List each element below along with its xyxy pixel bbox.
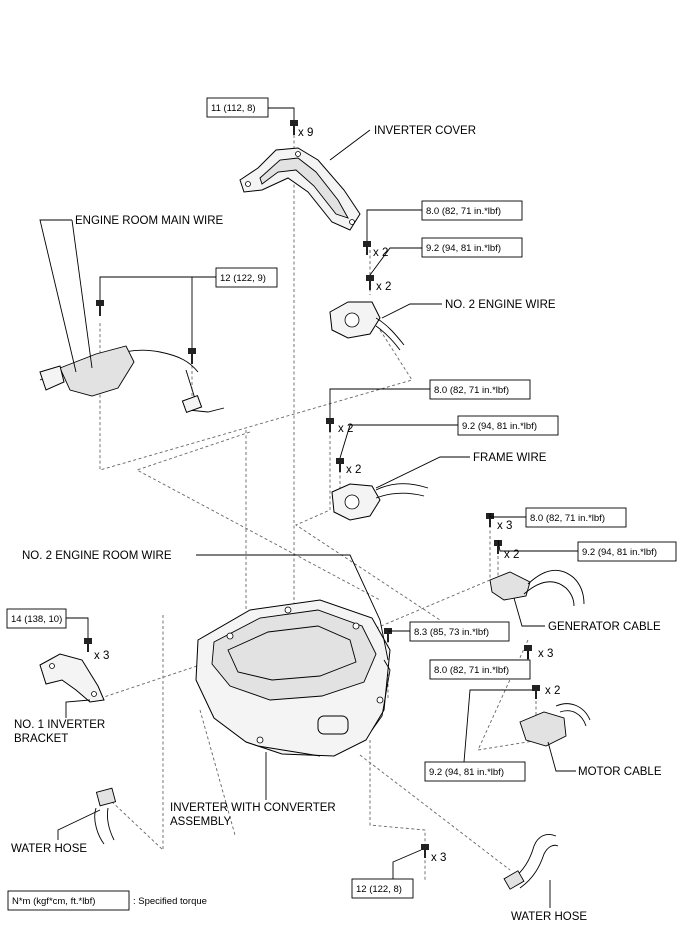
torque-value: 8.0 (82, 71 in.*lbf): [426, 206, 501, 217]
label-frame-wire: FRAME WIRE: [473, 452, 547, 464]
torque-callout-generator-b: 9.2 (94, 81 in.*lbf): [577, 541, 677, 562]
bolt-count: x 2: [338, 423, 353, 435]
bolt-icon: [363, 241, 371, 255]
bolt-count: x 2: [346, 464, 361, 476]
bolt-icon: [384, 628, 392, 642]
torque-value: 9.2 (94, 81 in.*lbf): [462, 421, 537, 432]
bolt-count: x 2: [373, 247, 388, 259]
bolt-icon: [494, 540, 502, 554]
torque-value: 12 (122, 8): [356, 884, 402, 895]
torque-value: 9.2 (94, 81 in.*lbf): [426, 243, 501, 254]
torque-value: 8.0 (82, 71 in.*lbf): [434, 665, 509, 676]
torque-callout-no2-engine-wire-a: 8.0 (82, 71 in.*lbf): [421, 200, 523, 221]
torque-value: 9.2 (94, 81 in.*lbf): [582, 547, 657, 558]
label-no2-engine-wire: NO. 2 ENGINE WIRE: [445, 299, 556, 311]
inverter-cover-part: [239, 147, 361, 231]
bolt-icon: [366, 275, 374, 290]
bolt-icon: [326, 418, 334, 432]
bolt-count: x 9: [298, 127, 313, 139]
label-no2-engine-room-wire: NO. 2 ENGINE ROOM WIRE: [22, 550, 172, 562]
torque-callout-no2-engine-wire-b: 9.2 (94, 81 in.*lbf): [421, 237, 523, 258]
bolt-icon: [96, 300, 104, 316]
bolt-count: x 3: [431, 852, 446, 864]
bolt-icon: [532, 685, 540, 699]
torque-callout-bracket: 14 (138, 10): [6, 608, 67, 629]
torque-value: 11 (112, 8): [211, 103, 256, 114]
torque-callout-main-wire: 12 (122, 9): [215, 267, 278, 288]
frame-wire-part: [331, 483, 429, 521]
no2-engine-wire-part: [329, 301, 405, 351]
torque-callout-generator-a: 8.0 (82, 71 in.*lbf): [525, 507, 627, 528]
torque-value: 8.3 (85, 73 in.*lbf): [414, 627, 489, 638]
bolt-icon: [421, 844, 429, 858]
torque-value: 14 (138, 10): [11, 614, 62, 625]
bolt-count: x 2: [376, 281, 391, 293]
bolt-count: x 3: [497, 520, 512, 532]
torque-value: 9.2 (94, 81 in.*lbf): [429, 767, 504, 778]
legend-box-text: N*m (kgf*cm, ft.*lbf): [12, 896, 95, 907]
torque-value: 8.0 (82, 71 in.*lbf): [530, 513, 605, 524]
label-motor-cable: MOTOR CABLE: [578, 766, 662, 778]
bolt-icon: [84, 638, 92, 652]
torque-callout-frame-wire-b: 9.2 (94, 81 in.*lbf): [457, 415, 559, 436]
generator-cable-part: [489, 569, 585, 607]
legend-description: : Specified torque: [133, 896, 207, 907]
bolt-count: x 3: [538, 648, 553, 660]
label-inverter-assembly-line2: ASSEMBLY: [170, 816, 231, 828]
bolt-count: x 2: [504, 549, 519, 561]
engine-room-main-wire-part: [39, 345, 225, 414]
inverter-assembly-part: [195, 599, 391, 757]
motor-cable-part: [519, 703, 591, 747]
torque-callout-motor-a: 8.0 (82, 71 in.*lbf): [429, 659, 531, 680]
label-inverter-cover: INVERTER COVER: [374, 125, 476, 137]
torque-callout-engine-room-wire: 8.3 (85, 73 in.*lbf): [409, 621, 510, 642]
torque-value: 8.0 (82, 71 in.*lbf): [434, 385, 509, 396]
label-no1-inverter-bracket-line1: NO. 1 INVERTER: [14, 719, 105, 731]
bolt-count: x 3: [94, 650, 109, 662]
bolt-icon: [336, 458, 344, 472]
torque-callout-frame-wire-a: 8.0 (82, 71 in.*lbf): [429, 379, 531, 400]
bolt-icon: [290, 120, 298, 135]
label-no1-inverter-bracket-line2: BRACKET: [14, 733, 68, 745]
torque-legend: N*m (kgf*cm, ft.*lbf) : Specified torque: [7, 890, 207, 911]
torque-callout-cover: 11 (112, 8): [206, 97, 269, 118]
label-inverter-assembly-line1: INVERTER WITH CONVERTER: [170, 802, 336, 814]
bolt-icon: [188, 348, 196, 364]
no1-inverter-bracket-part: [39, 653, 105, 703]
bolt-count: x 2: [545, 685, 560, 697]
torque-value: 12 (122, 9): [220, 273, 266, 284]
water-hose-right-part: [503, 834, 559, 890]
label-engine-room-main-wire: ENGINE ROOM MAIN WIRE: [75, 215, 224, 227]
label-water-hose-left: WATER HOSE: [11, 843, 87, 855]
water-hose-left-part: [94, 787, 117, 845]
label-water-hose-right: WATER HOSE: [511, 911, 587, 923]
label-generator-cable: GENERATOR CABLE: [548, 621, 661, 633]
torque-callout-motor-b: 9.2 (94, 81 in.*lbf): [424, 761, 526, 782]
torque-callout-bottom: 12 (122, 8): [351, 878, 414, 899]
leader-lines: [39, 107, 578, 908]
